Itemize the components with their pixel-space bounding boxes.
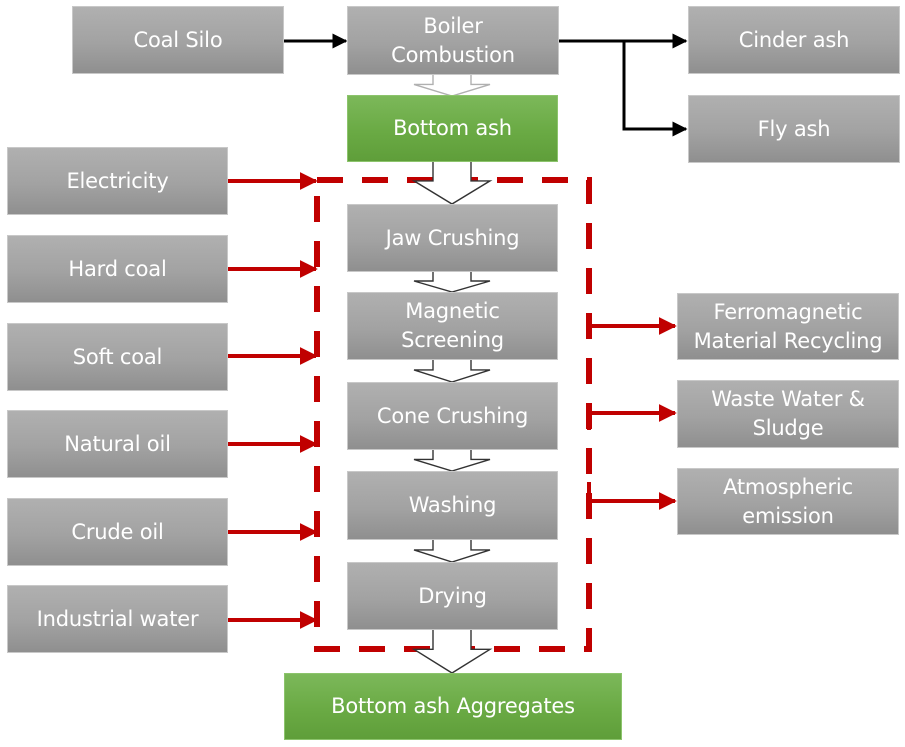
input-label: Hard coal	[68, 256, 167, 281]
final-product-label: Bottom ash Aggregates	[331, 694, 575, 718]
output-label: Ferromagnetic Material Recycling	[693, 299, 883, 353]
cinder-ash-box: Cinder ash	[688, 6, 900, 74]
input-label: Natural oil	[64, 431, 171, 456]
step-label: Cone Crushing	[376, 403, 529, 428]
input-crude-oil-box: Crude oil	[7, 498, 228, 566]
input-electricity-box: Electricity	[7, 147, 228, 215]
bottom-ash-box: Bottom ash	[347, 95, 558, 162]
output-arrow	[587, 404, 677, 430]
input-natural-oil-box: Natural oil	[7, 410, 228, 478]
output-label: Atmospheric emission	[723, 474, 853, 528]
step-drying-box: Drying	[347, 562, 558, 630]
input-label: Industrial water	[36, 606, 199, 631]
input-arrows	[228, 172, 318, 629]
input-label: Electricity	[66, 168, 169, 193]
block-arrow	[413, 540, 491, 563]
step-label: Magnetic Screening	[401, 299, 504, 352]
output-atmospheric-box: Atmospheric emission	[677, 468, 899, 535]
boiler-combustion-box: Boiler Combustion	[347, 6, 559, 75]
step-label: Jaw Crushing	[385, 225, 520, 250]
cinder-ash-label: Cinder ash	[738, 27, 850, 52]
block-arrow	[413, 75, 491, 97]
final-product-box: Bottom ash Aggregates	[284, 673, 622, 740]
output-label: Waste Water & Sludge	[711, 387, 865, 440]
step-washing-box: Washing	[347, 471, 558, 540]
output-ferromagnetic-box: Ferromagnetic Material Recycling	[677, 293, 899, 360]
input-industrial-water-box: Industrial water	[7, 585, 228, 653]
output-arrow	[587, 482, 677, 510]
input-soft-coal-box: Soft coal	[7, 323, 228, 391]
fly-ash-label: Fly ash	[757, 116, 831, 141]
block-arrow	[413, 360, 491, 383]
step-cone-crushing-box: Cone Crushing	[347, 382, 558, 450]
step-label: Washing	[408, 493, 497, 517]
output-arrows	[587, 317, 677, 510]
step-magnetic-screening-box: Magnetic Screening	[347, 292, 558, 360]
step-jaw-crushing-box: Jaw Crushing	[347, 204, 558, 272]
block-arrow	[411, 162, 493, 205]
input-label: Crude oil	[71, 519, 164, 544]
input-label: Soft coal	[72, 344, 163, 369]
input-hard-coal-box: Hard coal	[7, 235, 228, 303]
output-waste-water-box: Waste Water & Sludge	[677, 380, 899, 448]
arrow-boiler-to-flyash	[622, 41, 688, 137]
step-label: Drying	[418, 583, 487, 608]
block-arrow	[413, 450, 491, 472]
block-arrow	[413, 272, 491, 293]
boiler-combustion-label: Boiler Combustion	[391, 13, 515, 67]
bottom-ash-label: Bottom ash	[393, 116, 512, 140]
fly-ash-box: Fly ash	[688, 95, 900, 163]
block-arrow	[411, 630, 493, 674]
coal-silo-box: Coal Silo	[72, 6, 284, 74]
coal-silo-label: Coal Silo	[133, 27, 223, 52]
